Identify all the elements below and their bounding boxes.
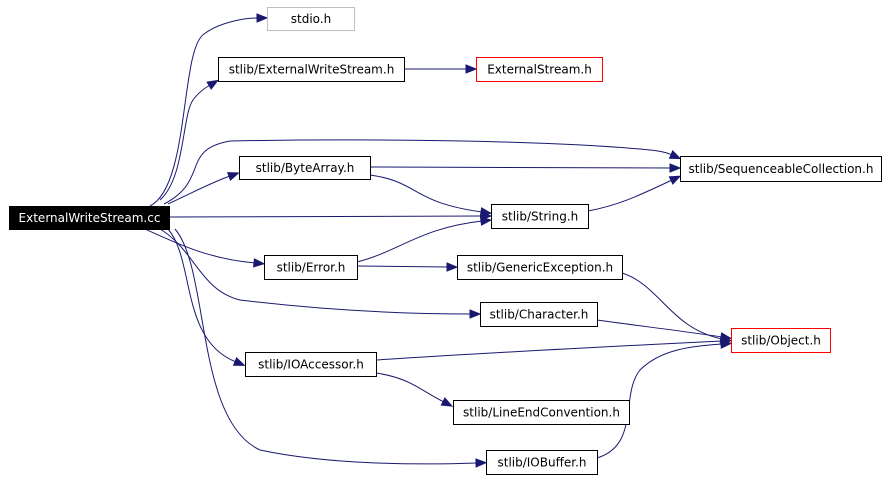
node-label: stdio.h [291, 12, 331, 26]
edge-line [144, 228, 256, 264]
edge-line [168, 215, 483, 218]
edge-arrowhead [720, 339, 733, 349]
node-lec[interactable]: stlib/LineEndConvention.h [453, 400, 630, 425]
edge-arrowhead [206, 79, 219, 90]
edge-src-to-err [144, 228, 266, 268]
edge-line [167, 228, 237, 363]
node-es[interactable]: ExternalStream.h [476, 57, 603, 82]
node-ba[interactable]: stlib/ByteArray.h [239, 156, 371, 180]
edge-ba-to-seq [369, 163, 682, 173]
node-label: stlib/String.h [502, 210, 579, 224]
edge-ioa-to-lec [375, 372, 454, 407]
edge-src-to-stdio [149, 13, 269, 207]
edge-arrowhead [475, 458, 488, 468]
edge-str-to-seq [587, 175, 682, 212]
node-label: stlib/GenericException.h [467, 261, 613, 275]
edges-layer [144, 13, 733, 468]
edge-line [587, 179, 673, 212]
node-ioa[interactable]: stlib/IOAccessor.h [245, 352, 377, 377]
node-label: stlib/LineEndConvention.h [463, 406, 620, 420]
edge-src-to-str [168, 211, 493, 221]
edge-line [149, 17, 259, 207]
node-box [480, 302, 598, 327]
edge-src-to-seq [163, 139, 682, 205]
nodes-layer: ExternalWriteStream.cc stdio.h stlib/Exter… [9, 7, 882, 475]
edge-src-to-ba [167, 172, 240, 205]
node-box [486, 450, 598, 475]
node-label: stlib/IOBuffer.h [497, 456, 586, 470]
node-label: stlib/ExternalWriteStream.h [229, 63, 395, 77]
node-iob[interactable]: stlib/IOBuffer.h [486, 450, 598, 475]
node-box [457, 255, 623, 280]
edge-src-to-ioa [167, 228, 246, 366]
node-box [218, 57, 405, 82]
node-src: ExternalWriteStream.cc [9, 206, 170, 230]
edge-arrowhead [668, 150, 682, 160]
node-label: stlib/IOAccessor.h [258, 358, 364, 372]
edge-arrowhead [226, 172, 240, 181]
node-label: stlib/SequenceableCollection.h [689, 162, 874, 176]
node-box [731, 328, 831, 353]
edge-gen-to-obj [621, 272, 733, 344]
node-ews[interactable]: stlib/ExternalWriteStream.h [218, 57, 405, 82]
node-box [245, 352, 377, 377]
node-box [680, 156, 882, 182]
node-box [267, 7, 355, 31]
edge-line [174, 228, 478, 465]
node-obj[interactable]: stlib/Object.h [731, 328, 831, 353]
edge-line [596, 319, 723, 338]
edge-ba-to-str [369, 174, 493, 217]
node-box [264, 255, 358, 280]
node-box [9, 206, 170, 230]
edge-line [163, 139, 673, 205]
edge-src-to-iob [174, 228, 488, 468]
node-stdio[interactable]: stdio.h [267, 7, 355, 31]
edge-line [621, 272, 723, 340]
edge-arrowhead [465, 64, 478, 74]
edge-line [375, 340, 723, 361]
edge-err-to-str [356, 216, 493, 263]
node-box [491, 204, 589, 229]
edge-ews-to-es [404, 64, 478, 74]
edge-src-to-ews [159, 79, 219, 201]
node-label: ExternalWriteStream.cc [19, 211, 161, 225]
node-box [239, 156, 371, 180]
edge-line [375, 372, 445, 403]
edge-arrowhead [253, 258, 266, 268]
node-label: stlib/Character.h [490, 308, 589, 322]
node-seq[interactable]: stlib/SequenceableCollection.h [680, 156, 882, 182]
edge-arrowhead [232, 357, 246, 366]
edge-arrowhead [440, 397, 454, 407]
node-chr[interactable]: stlib/Character.h [480, 302, 598, 327]
edge-iob-to-obj [596, 339, 733, 459]
edge-arrowhead [479, 216, 493, 226]
edge-arrowhead [669, 163, 682, 173]
edge-line [356, 265, 449, 268]
node-str[interactable]: stlib/String.h [491, 204, 589, 229]
edge-arrowhead [446, 262, 459, 272]
edge-ioa-to-obj [375, 336, 733, 361]
edge-arrowhead [256, 13, 269, 23]
edge-line [369, 174, 483, 213]
edge-line [159, 84, 211, 201]
edge-line [596, 343, 723, 459]
edge-arrowhead [469, 309, 482, 319]
node-label: ExternalStream.h [487, 63, 592, 77]
node-box [476, 57, 603, 82]
node-label: stlib/Error.h [277, 261, 346, 275]
node-box [453, 400, 630, 425]
edge-line [167, 175, 231, 205]
node-label: stlib/Object.h [741, 334, 821, 348]
node-gen[interactable]: stlib/GenericException.h [457, 255, 623, 280]
edge-err-to-gen [356, 262, 459, 272]
edge-chr-to-obj [596, 319, 733, 342]
edge-line [369, 166, 672, 169]
edge-line [356, 220, 483, 263]
node-label: stlib/ByteArray.h [256, 161, 355, 175]
edge-arrowhead [668, 175, 682, 185]
node-err[interactable]: stlib/Error.h [264, 255, 358, 280]
